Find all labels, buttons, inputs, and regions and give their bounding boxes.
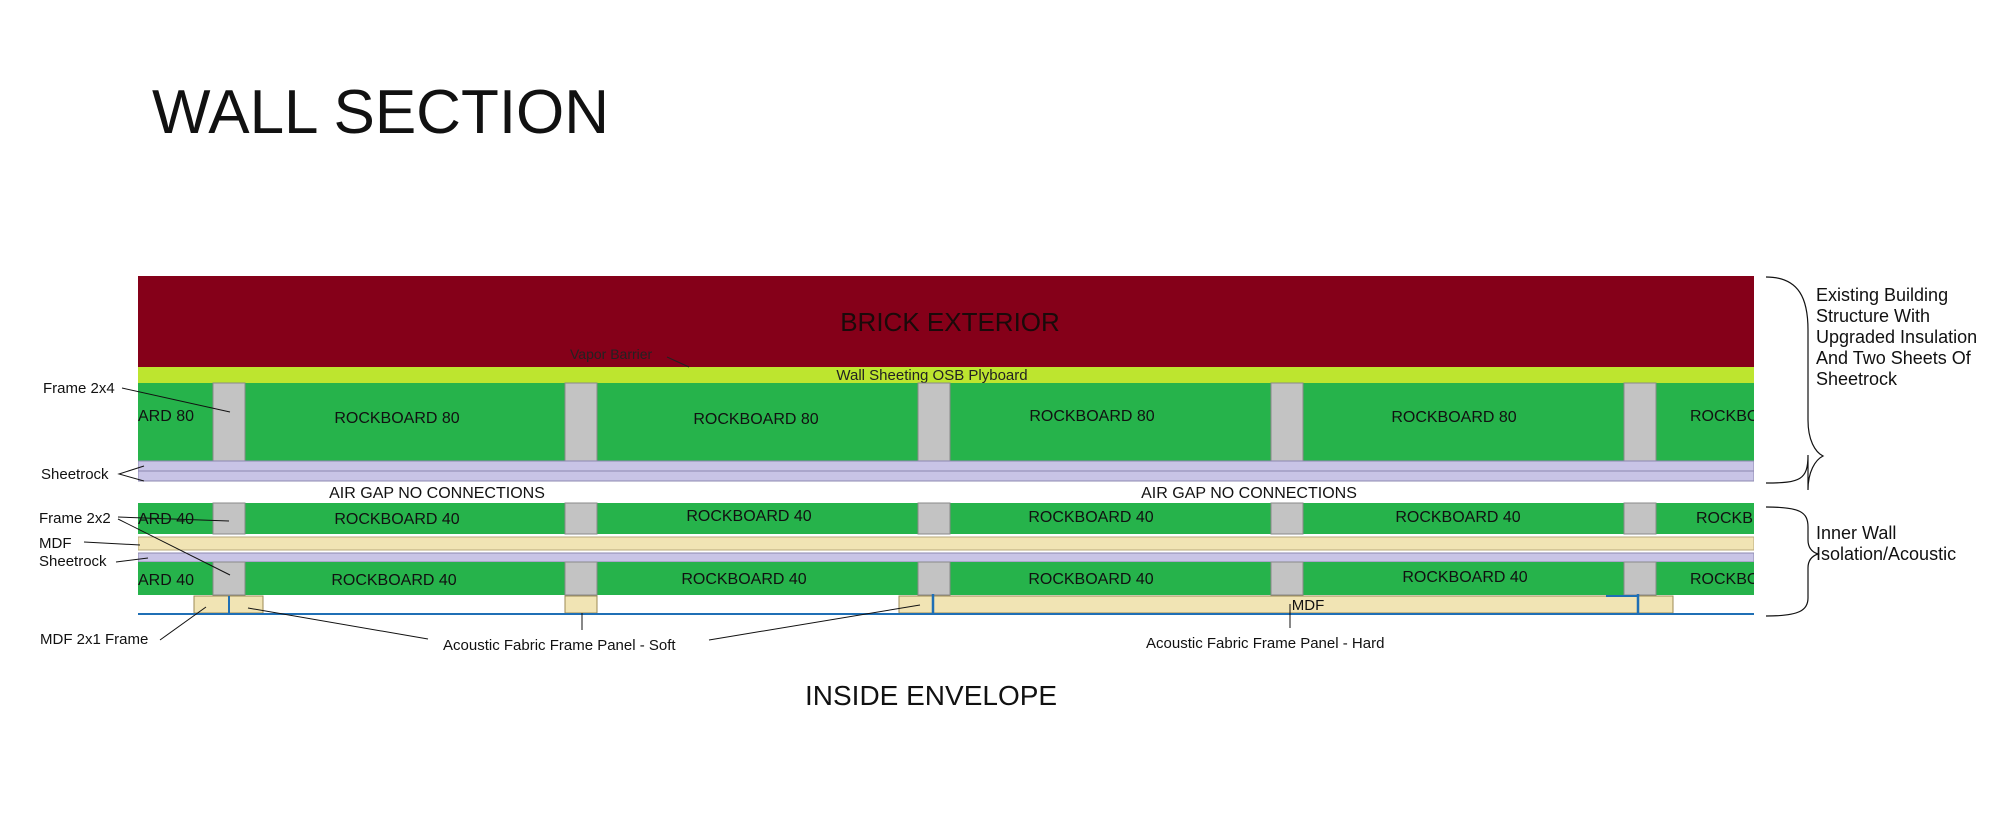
sheetrock-inner [138, 552, 1754, 563]
mdf-panel-label: MDF [1292, 597, 1325, 614]
rockboard-80-label: ROCKBOARD 80 [693, 411, 818, 428]
mdf-layer [138, 536, 1754, 551]
brick-exterior-layer [138, 276, 1754, 367]
leader-frame-2x2-a [117, 516, 230, 522]
stud-2x2 [917, 502, 951, 535]
rockboard-40-label-partial: ARD 40 [138, 572, 194, 589]
callout-mdf: MDF [39, 535, 72, 552]
stud-2x2 [212, 502, 246, 535]
callout-frame-2x4: Frame 2x4 [43, 380, 115, 397]
bracket-inner-wall [1765, 506, 1820, 617]
sheetrock-outer-1 [138, 460, 1754, 472]
osb-layer [138, 367, 1754, 383]
rockboard-40-label-partial: ROCKBO [1690, 571, 1759, 588]
leader-mdf-2x1-frame [159, 606, 207, 641]
rockboard-40-labels-row2: ARD 40 ROCKBOARD 40 ROCKBOARD 40 ROCKBOA… [138, 569, 1759, 589]
stud-2x2 [212, 561, 246, 596]
page-title: WALL SECTION [152, 78, 610, 147]
rockboard-80-labels: ARD 80 ROCKBOARD 80 ROCKBOARD 80 ROCKBOA… [138, 408, 1759, 428]
stud-2x2 [564, 502, 598, 535]
vapor-barrier-leader [666, 356, 690, 368]
bracket-existing-structure [1765, 276, 1825, 491]
osb-label: Wall Sheeting OSB Plyboard [836, 367, 1027, 384]
stud-2x2 [1623, 502, 1657, 535]
acoustic-panels: MDF [193, 594, 1674, 614]
frame-2x4-studs [212, 382, 1657, 462]
rockboard-40-labels-row1: ARD 40 ROCKBOARD 40 ROCKBOARD 40 ROCKBOA… [138, 508, 1753, 528]
callout-leaders [83, 387, 1291, 641]
stud-2x4 [564, 382, 598, 462]
brick-exterior-label: BRICK EXTERIOR [840, 307, 1060, 337]
stud-2x2 [1270, 561, 1304, 596]
callout-frame-2x2: Frame 2x2 [39, 510, 111, 527]
mdf-2x1-frame [898, 595, 934, 614]
callout-acoustic-soft: Acoustic Fabric Frame Panel - Soft [443, 637, 676, 654]
rockboard-40-label-partial: ARD 40 [138, 511, 194, 528]
callout-acoustic-hard: Acoustic Fabric Frame Panel - Hard [1146, 635, 1384, 652]
stud-2x4 [1270, 382, 1304, 462]
rockboard-40-label: ROCKBOARD 40 [334, 511, 459, 528]
leader-frame-2x4 [121, 387, 231, 413]
leader-sheetrock-inner [115, 557, 149, 563]
rockboard-80-label: ROCKBOARD 80 [1029, 408, 1154, 425]
stud-2x4 [212, 382, 246, 462]
rockboard-80-label-partial: ARD 80 [138, 408, 194, 425]
rockboard-40-label: ROCKBOARD 40 [681, 571, 806, 588]
existing-structure-note: Existing Building Structure With Upgrade… [1816, 285, 1978, 389]
stud-2x4 [917, 382, 951, 462]
stud-2x4 [1623, 382, 1657, 462]
rockboard-40-label-partial: ROCKB [1696, 510, 1753, 527]
leader-sheetrock-outer [117, 465, 145, 482]
rockboard-40-label: ROCKBOARD 40 [686, 508, 811, 525]
wall-layers: BRICK EXTERIOR Wall Sheeting OSB Plyboar… [138, 276, 1759, 615]
stud-2x2 [564, 561, 598, 596]
frame-2x2-studs-row2 [212, 561, 1657, 596]
inner-wall-note: Inner Wall Isolation/Acoustic [1816, 523, 1957, 564]
inside-envelope-label: INSIDE ENVELOPE [805, 680, 1058, 711]
callout-mdf-2x1-frame: MDF 2x1 Frame [40, 631, 148, 648]
stud-2x2 [917, 561, 951, 596]
callout-sheetrock-inner: Sheetrock [39, 553, 107, 570]
leader-acoustic-soft-b [708, 604, 921, 641]
rockboard-40-label: ROCKBOARD 40 [331, 572, 456, 589]
mdf-2x1-frame [564, 595, 598, 614]
frame-2x2-studs-row1 [212, 502, 1657, 535]
leader-frame-2x2-b [117, 518, 231, 576]
vapor-barrier-label: Vapor Barrier [570, 346, 653, 362]
leader-acoustic-soft-a [247, 607, 429, 640]
rockboard-40-label: ROCKBOARD 40 [1028, 509, 1153, 526]
stud-2x2 [1270, 502, 1304, 535]
callout-sheetrock-outer: Sheetrock [41, 466, 109, 483]
stud-2x2 [1623, 561, 1657, 596]
rockboard-80-label: ROCKBOARD 80 [334, 410, 459, 427]
sheetrock-outer-2 [138, 470, 1754, 482]
rockboard-40-label: ROCKBOARD 40 [1402, 569, 1527, 586]
air-gap-label: AIR GAP NO CONNECTIONS [329, 485, 545, 502]
leader-mdf [83, 541, 141, 546]
rockboard-40-label: ROCKBOARD 40 [1395, 509, 1520, 526]
rockboard-40-label: ROCKBOARD 40 [1028, 571, 1153, 588]
rockboard-80-label-partial: ROCKBO [1690, 408, 1759, 425]
air-gap-label: AIR GAP NO CONNECTIONS [1141, 485, 1357, 502]
left-callouts: Frame 2x4 Sheetrock Frame 2x2 MDF Sheetr… [39, 380, 148, 648]
rockboard-80-label: ROCKBOARD 80 [1391, 409, 1516, 426]
